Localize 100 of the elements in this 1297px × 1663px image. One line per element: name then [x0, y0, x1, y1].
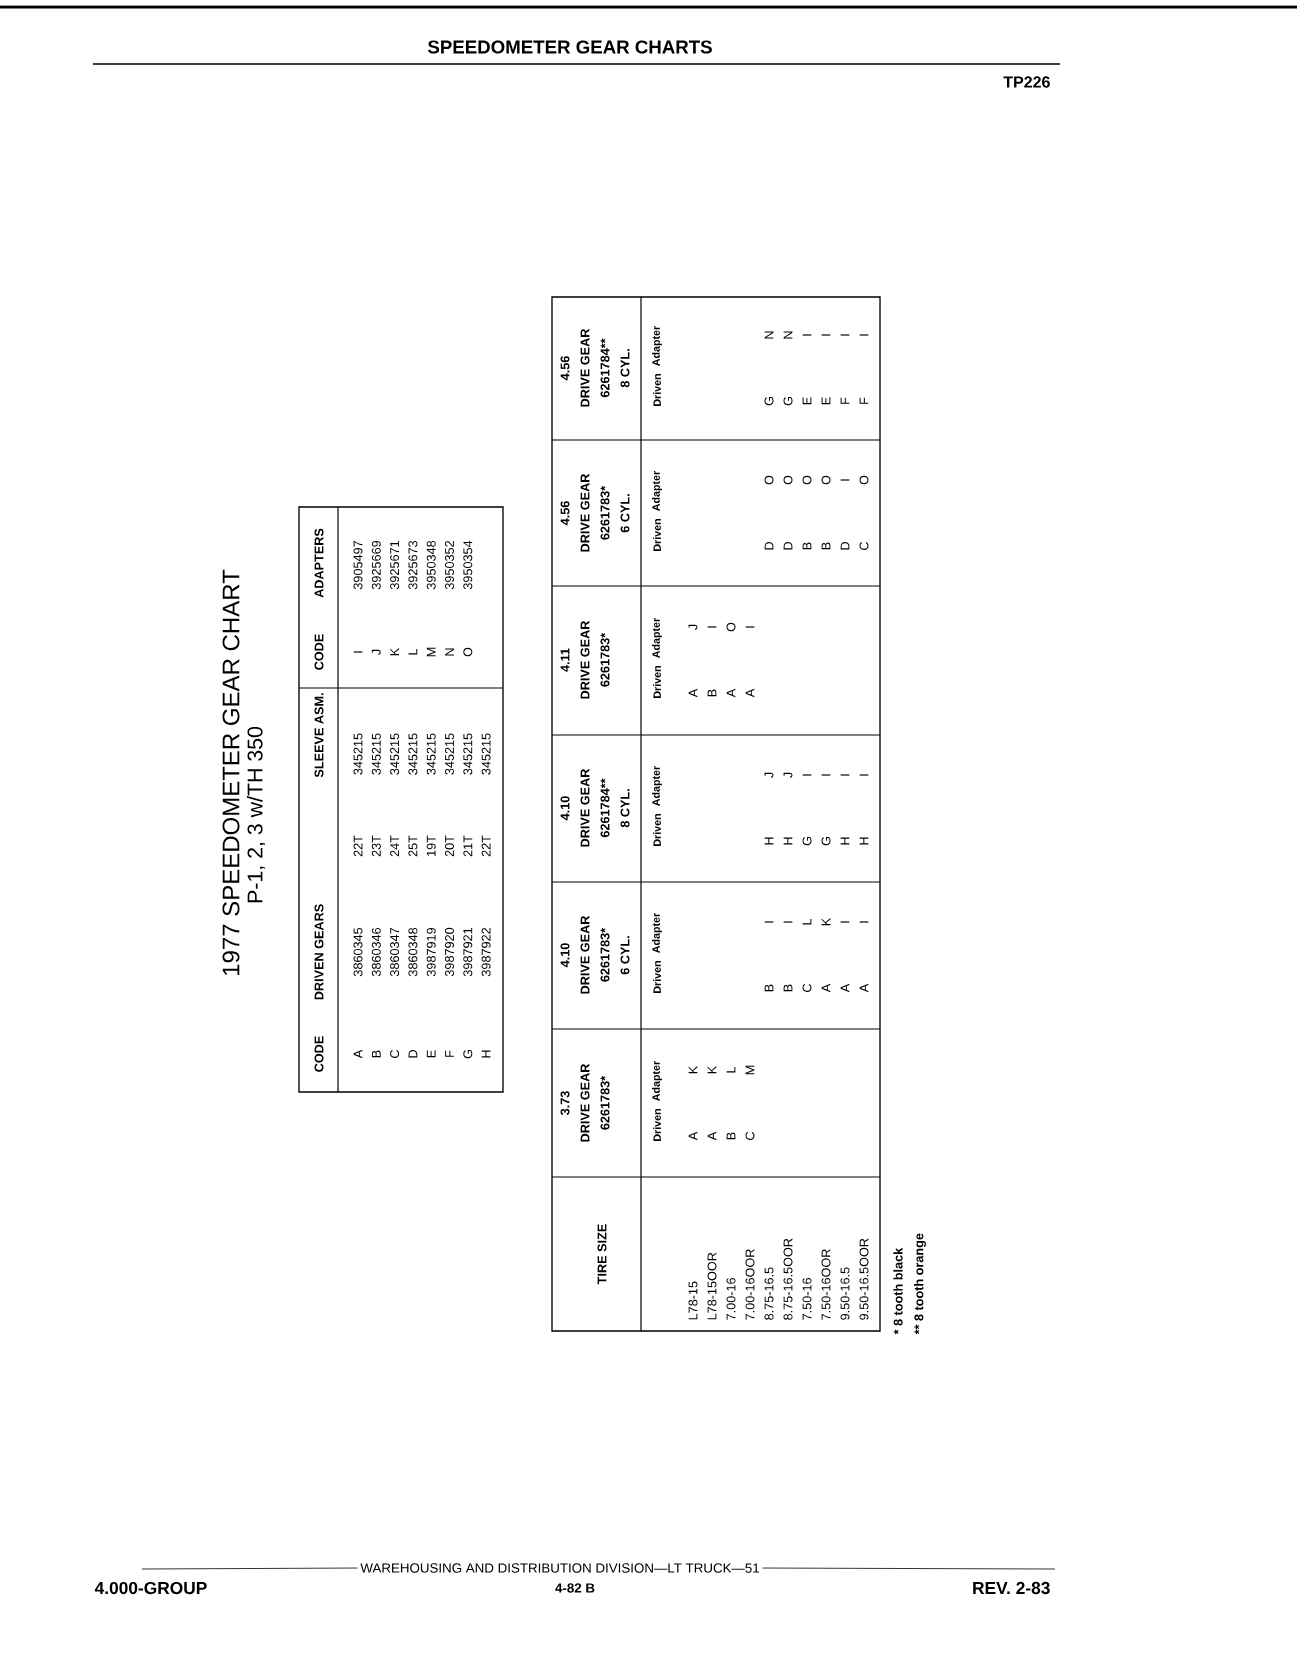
footer-text: WAREHOUSING AND DISTRIBUTION DIVISION—LT TRUCK—51	[360, 1563, 759, 1573]
column-header: Adapter	[652, 618, 662, 658]
column-header: 4.10	[560, 796, 570, 821]
page-title: SPEEDOMETER GEAR CHARTS	[427, 40, 712, 54]
column-header: 4.10	[560, 943, 570, 968]
table-cell: 9.50-16.5OOR	[859, 1238, 869, 1320]
table-cell: C	[745, 1131, 755, 1140]
table-cell: E	[802, 397, 812, 405]
column-header: Adapter	[652, 766, 662, 806]
table-cell: 22T	[481, 835, 491, 857]
table-cell: I	[783, 921, 793, 923]
column-header: 4.56	[560, 501, 570, 526]
table-cell: 3987919	[426, 927, 436, 977]
table-cell: O	[764, 475, 774, 485]
column-header: Driven	[653, 1109, 661, 1141]
table-cell: A	[726, 688, 736, 698]
table-cell: A	[688, 1131, 698, 1141]
table-cell: 3925671	[390, 541, 400, 590]
table-cell: G	[463, 1050, 473, 1059]
table-cell: I	[859, 921, 869, 923]
table-cell: J	[783, 772, 793, 778]
table-cell: 3860348	[408, 927, 418, 977]
column-header: DRIVE GEAR	[580, 1063, 590, 1142]
table-cell: N	[764, 331, 774, 339]
table-cell: A	[745, 688, 755, 698]
table-cell: N	[445, 648, 454, 656]
table-cell: G	[783, 397, 793, 406]
column-header: Driven	[653, 814, 661, 846]
column-header: ADAPTERS	[314, 528, 324, 598]
table-cell: 22T	[353, 835, 363, 857]
table-cell: J	[371, 649, 381, 655]
footnote: * 8 tooth black	[893, 1247, 903, 1335]
table-cell: J	[764, 772, 774, 778]
table-cell: H	[764, 837, 774, 845]
table-cell: D	[783, 542, 793, 550]
table-cell: 7.00-16	[726, 1278, 736, 1320]
table-cell: 3987921	[463, 928, 473, 977]
table-cell: 3925673	[408, 540, 418, 590]
table-cell: M	[426, 647, 436, 657]
table-cell: I	[764, 921, 774, 923]
column-header: 8 CYL.	[620, 789, 630, 828]
table-cell: A	[707, 1131, 717, 1141]
column-header: DRIVE GEAR	[580, 328, 590, 407]
table-cell: A	[821, 983, 831, 993]
table-cell: C	[802, 983, 812, 992]
table-cell: A	[840, 983, 850, 993]
table-cell: 3950352	[445, 541, 454, 590]
table-cell: F	[859, 397, 869, 404]
column-header: Driven	[653, 519, 661, 551]
table-cell: 3860345	[353, 927, 363, 977]
table-cell: B	[802, 542, 812, 550]
column-header: 6261784**	[600, 338, 610, 398]
table-cell: O	[859, 475, 869, 485]
table-cell: 21T	[463, 835, 473, 857]
table-cell: 345215	[390, 733, 400, 775]
table-cell: K	[821, 917, 831, 926]
page-number: 4-82 B	[555, 1583, 595, 1593]
column-header: 4.11	[560, 648, 570, 672]
table-cell: E	[821, 397, 831, 405]
table-cell: 3987922	[481, 928, 491, 977]
table-cell: 7.50-16	[802, 1278, 812, 1320]
footnote: ** 8 tooth orange	[914, 1233, 926, 1335]
column-header: Driven	[653, 961, 661, 993]
table-cell: I	[859, 774, 869, 776]
column-header: 6261784**	[600, 778, 610, 838]
page-number: TP226	[1003, 76, 1050, 88]
column-header: 4.56	[560, 356, 570, 381]
table-cell: 8.75-16.5	[764, 1267, 774, 1320]
table-cell: 25T	[408, 835, 418, 857]
table-cell: C	[859, 541, 869, 550]
table-cell: O	[726, 622, 736, 632]
table-cell: A	[859, 983, 869, 993]
table-cell: 3860347	[390, 928, 400, 977]
column-header: 6 CYL.	[620, 494, 630, 533]
table-cell: G	[802, 837, 812, 846]
column-header: SLEEVE ASM.	[314, 693, 324, 778]
table-cell: O	[783, 475, 793, 485]
table-cell: I	[840, 334, 850, 336]
table-cell: M	[745, 1065, 755, 1075]
column-header: Adapter	[652, 1061, 662, 1101]
table-cell: I	[353, 651, 363, 653]
table-cell: 3950348	[426, 540, 436, 590]
table-subtitle: P-1, 2, 3 w/TH 350	[246, 726, 266, 903]
column-header: Adapter	[652, 913, 662, 953]
table-cell: 3925669	[371, 540, 381, 590]
table-cell: L78-15	[688, 1281, 698, 1320]
table-cell: B	[783, 984, 793, 992]
table-cell: 345215	[353, 733, 363, 775]
table-cell: E	[426, 1050, 436, 1058]
table-cell: 8.75-16.5OOR	[783, 1238, 793, 1320]
table-cell: 24T	[390, 835, 400, 857]
table-cell: G	[821, 837, 831, 846]
table-cell: C	[390, 1049, 400, 1058]
table-cell: I	[840, 921, 850, 923]
table-cell: A	[353, 1049, 363, 1059]
table-cell: 3987920	[445, 927, 454, 977]
table-cell: D	[840, 542, 850, 550]
column-header: DRIVEN GEARS	[314, 904, 324, 1000]
column-header: 6261783*	[600, 927, 610, 982]
table-cell: 3905497	[353, 541, 363, 590]
